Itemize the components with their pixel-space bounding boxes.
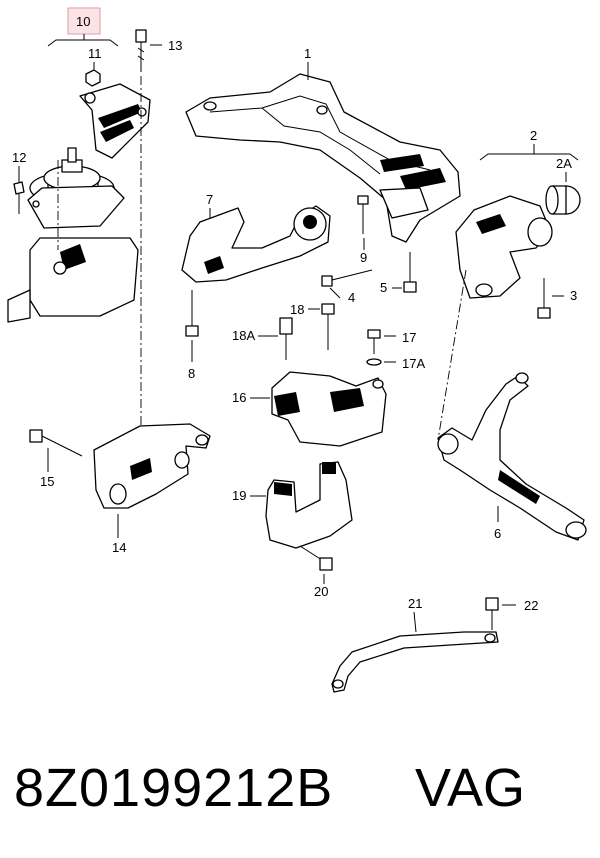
callout-14: 14 <box>112 540 126 555</box>
callout-4: 4 <box>348 290 355 305</box>
callout-17: 17 <box>402 330 416 345</box>
callout-9: 9 <box>360 250 367 265</box>
footer: 8Z0199212B VAG <box>0 748 600 828</box>
callout-19: 19 <box>232 488 246 503</box>
callout-8: 8 <box>188 366 195 381</box>
part-number: 8Z0199212B <box>14 758 334 818</box>
callout-22: 22 <box>524 598 538 613</box>
callout-20: 20 <box>314 584 328 599</box>
bracket-14 <box>93 423 211 509</box>
callout-5: 5 <box>380 280 387 295</box>
control-arm-6 <box>437 372 587 541</box>
callout-3: 3 <box>570 288 577 303</box>
subframe-1 <box>185 73 461 243</box>
callout-2: 2 <box>530 128 537 143</box>
bracket-19 <box>265 461 353 549</box>
washer-17a <box>366 358 382 366</box>
bolt-8 <box>185 290 199 337</box>
callout-10: 10 <box>76 14 90 29</box>
bush-2a <box>545 185 581 215</box>
bolt-17 <box>367 329 381 354</box>
bolt-3 <box>537 278 551 319</box>
callout-13: 13 <box>168 38 182 53</box>
bolt-13 <box>135 29 147 72</box>
bracket-10 <box>47 39 119 47</box>
callout-15: 15 <box>40 474 54 489</box>
callout-16: 16 <box>232 390 246 405</box>
bolt-9 <box>357 195 369 234</box>
brand-name: VAG <box>415 758 526 818</box>
callout-10-highlight <box>67 7 101 35</box>
bolt-15 <box>29 429 83 457</box>
callout-11: 11 <box>88 46 102 61</box>
callout-12: 12 <box>12 150 26 165</box>
bolt-20 <box>299 545 333 571</box>
callout-7: 7 <box>206 192 213 207</box>
engine-mount-assembly <box>7 69 151 323</box>
callout-6: 6 <box>494 526 501 541</box>
bolt-18 <box>321 303 335 350</box>
callout-21: 21 <box>408 596 422 611</box>
callout-18: 18 <box>290 302 304 317</box>
bracket-2 <box>455 195 553 299</box>
callout-2a: 2A <box>556 156 572 171</box>
strut-21 <box>331 631 499 693</box>
torque-support-7 <box>181 205 331 283</box>
callout-1: 1 <box>304 46 311 61</box>
callout-17a: 17A <box>402 356 425 371</box>
bolt-22 <box>485 597 499 630</box>
bracket-16 <box>271 371 387 447</box>
bolt-5 <box>403 252 417 293</box>
bolt-4 <box>321 269 373 287</box>
bolt-18a <box>279 317 293 360</box>
callout-18a: 18A <box>232 328 255 343</box>
